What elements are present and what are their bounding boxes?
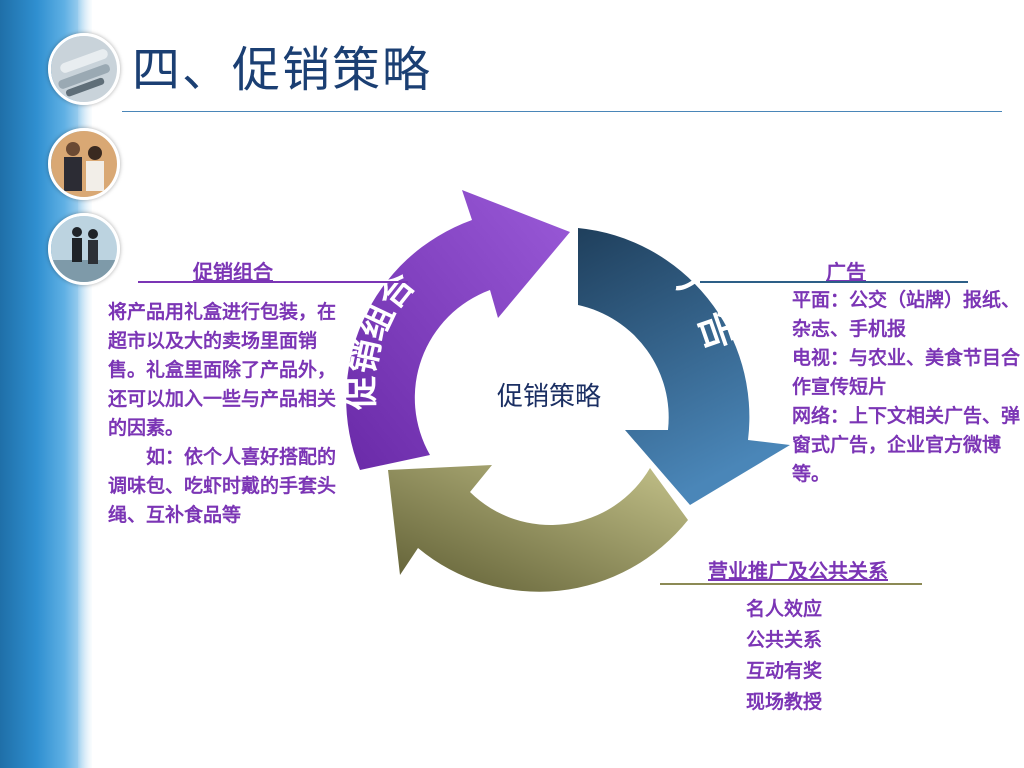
pens-photo-icon <box>51 36 117 102</box>
right-body: 平面：公交（站牌）报纸、杂志、手机报 电视：与农业、美食节目合作宣传短片 网络：… <box>792 286 1022 489</box>
bottom-item-4: 现场教授 <box>746 691 823 713</box>
left-paragraph-1: 将产品用礼盒进行包装，在超市以及大的卖场里面销售。礼盒里面除了产品外，还可以加入… <box>108 301 337 439</box>
photo-circle-2 <box>48 128 120 200</box>
walking-people-photo-icon <box>51 216 117 282</box>
bottom-body: 名人效应 公共关系 互动有奖 现场教授 <box>746 594 866 718</box>
left-connector-line <box>138 281 408 283</box>
page-title: 四、促销策略 <box>132 42 433 98</box>
left-heading: 促销组合 <box>193 260 273 284</box>
bottom-connector-line <box>660 583 922 585</box>
bottom-item-2: 公共关系 <box>746 629 823 651</box>
bottom-item-3: 互动有奖 <box>746 660 823 682</box>
bottom-item-1: 名人效应 <box>746 598 823 620</box>
left-paragraph-2: 如：依个人喜好搭配的调味包、吃虾时戴的手套头绳、互补食品等 <box>108 446 337 526</box>
title-divider <box>122 111 1002 112</box>
arrow-sales-pr <box>388 465 688 592</box>
left-body: 将产品用礼盒进行包装，在超市以及大的卖场里面销售。礼盒里面除了产品外，还可以加入… <box>108 298 344 530</box>
arrow-label-sales-pr: 营业推广及公共关系 <box>417 595 657 666</box>
arrow-advertising <box>578 228 790 505</box>
right-connector-line <box>700 281 968 283</box>
right-line-3: 网络：上下文相关广告、弹窗式广告，企业官方微博等。 <box>792 405 1021 485</box>
right-heading: 广告 <box>826 260 866 284</box>
right-line-1: 平面：公交（站牌）报纸、杂志、手机报 <box>792 289 1021 340</box>
photo-circle-1 <box>48 33 120 105</box>
business-people-photo-icon <box>51 131 117 197</box>
photo-circle-3 <box>48 213 120 285</box>
right-line-2: 电视：与农业、美食节目合作宣传短片 <box>792 347 1021 398</box>
arrow-promotion-mix <box>346 190 570 470</box>
center-label: 促销策略 <box>496 382 601 412</box>
bottom-heading: 营业推广及公共关系 <box>708 559 888 583</box>
